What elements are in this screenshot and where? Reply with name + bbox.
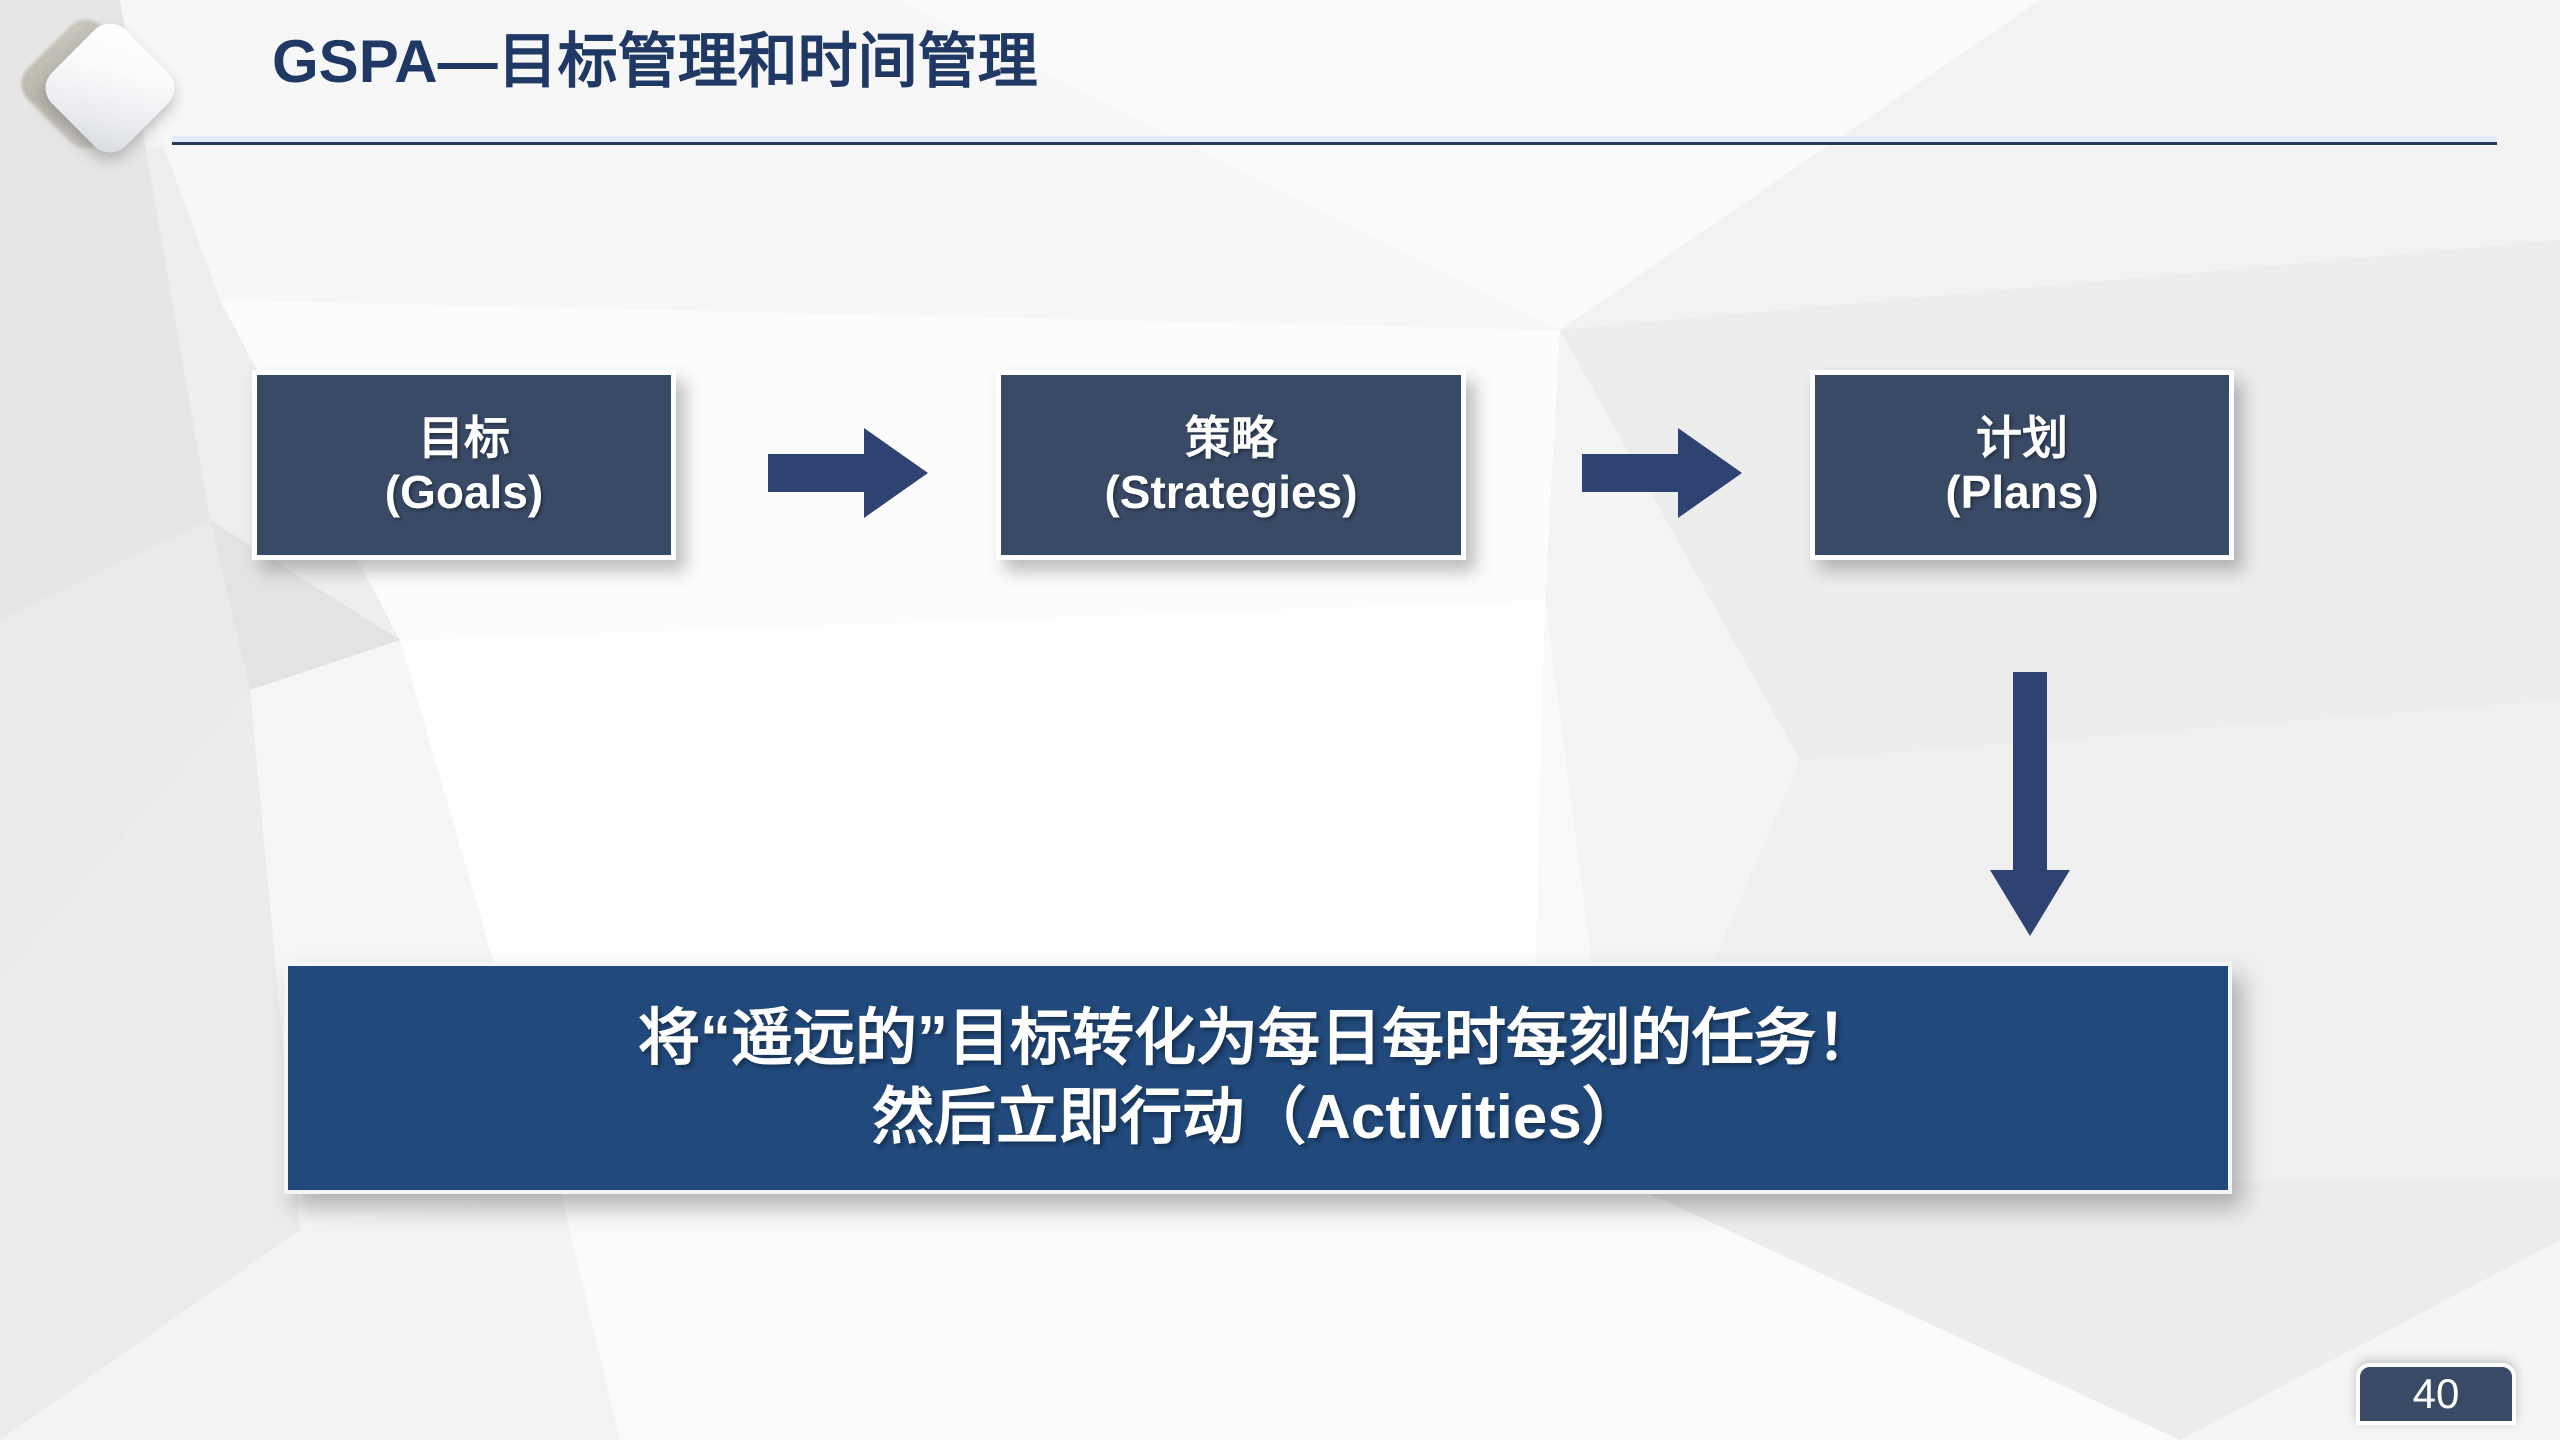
page-title: GSPA—目标管理和时间管理 — [272, 28, 1038, 95]
flow-box-goals[interactable]: 目标 (Goals) — [252, 370, 676, 560]
flow-box-strategies-en: (Strategies) — [1104, 466, 1358, 518]
flow-box-goals-cn: 目标 — [418, 411, 510, 464]
title-separator-glow — [172, 136, 2497, 143]
flow-box-strategies-cn: 策略 — [1185, 411, 1277, 464]
call-to-action-banner: 将“遥远的”目标转化为每日每时每刻的任务！ 然后立即行动（Activities） — [284, 962, 2232, 1194]
flow-box-plans-cn: 计划 — [1976, 411, 2068, 464]
flow-box-plans[interactable]: 计划 (Plans) — [1810, 370, 2234, 560]
flow-box-plans-en: (Plans) — [1945, 466, 2099, 518]
banner-line-1: 将“遥远的”目标转化为每日每时每刻的任务！ — [637, 1003, 1878, 1073]
corner-diamond-decoration — [12, 8, 202, 188]
flow-box-goals-en: (Goals) — [384, 466, 544, 518]
slide-header: GSPA—目标管理和时间管理 — [0, 0, 2560, 162]
arrow-down-icon — [1990, 672, 2070, 936]
page-number-value: 40 — [2412, 1370, 2460, 1417]
banner-line-2: 然后立即行动（Activities） — [872, 1083, 1644, 1152]
gspa-flow-row: 目标 (Goals) 策略 (Strategies) 计划 (Plans) — [0, 370, 2560, 570]
arrow-right-icon — [768, 428, 928, 518]
page-number-badge: 40 — [2356, 1363, 2516, 1425]
arrow-right-icon — [1582, 428, 1742, 518]
title-separator — [172, 142, 2497, 145]
flow-box-strategies[interactable]: 策略 (Strategies) — [996, 370, 1466, 560]
